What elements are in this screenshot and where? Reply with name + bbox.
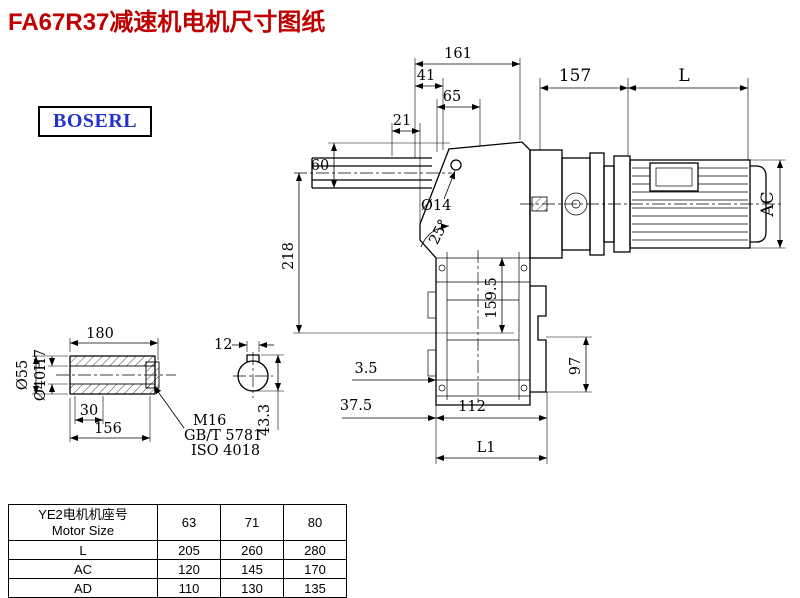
dim-37-5-label: 37.5 <box>340 398 372 414</box>
terminal-box <box>649 162 699 192</box>
page-title: FA67R37减速机电机尺寸图纸 <box>8 9 326 36</box>
table-header-motor-size: YE2电机机座号 Motor Size <box>8 503 158 542</box>
shaft-dimension-labels: 180 Ø55 Ø40H7 30 156 12 M16 GB/T 5781 IS… <box>15 326 273 459</box>
dim-180-label: 180 <box>86 326 114 342</box>
dim-3-5-label: 3.5 <box>354 361 377 377</box>
table-row: AD 110 130 135 <box>8 578 347 598</box>
row-label-L: L <box>8 540 158 561</box>
brand-logo: BOSERL <box>38 106 153 137</box>
table-header-cn: YE2电机机座号 <box>38 507 128 522</box>
table-cell: 135 <box>283 578 347 598</box>
dim-30-label: 30 <box>80 403 98 419</box>
dim-159-5-label: 159.5 <box>484 277 500 319</box>
dim-L-label: L <box>678 66 689 86</box>
dim-21-label: 21 <box>393 113 411 129</box>
dim-112-label: 112 <box>458 399 486 415</box>
dim-AC-label: AC <box>758 191 778 217</box>
table-cell: 205 <box>157 540 221 561</box>
thread-label: M16 <box>193 413 226 429</box>
dim-65-label: 65 <box>443 89 461 105</box>
extension-lines <box>293 58 786 464</box>
row-label-AC: AC <box>8 559 158 580</box>
dim-hole-label: Ø14 <box>421 198 451 214</box>
gearbox-housing <box>419 141 547 406</box>
table-size-63: 63 <box>157 503 221 542</box>
std-gb-label: GB/T 5781 <box>184 428 262 444</box>
table-cell: 120 <box>157 559 221 580</box>
table-header-en: Motor Size <box>51 522 115 538</box>
dim-60-label: 60 <box>311 158 329 174</box>
dim-41-label: 41 <box>417 68 435 84</box>
table-size-80: 80 <box>283 503 347 542</box>
std-iso-label: ISO 4018 <box>191 443 260 459</box>
dim-d55-label: Ø55 <box>15 360 31 390</box>
table-cell: 110 <box>157 578 221 598</box>
table-cell: 280 <box>283 540 347 561</box>
dim-161-label: 161 <box>444 46 472 62</box>
dim-156-label: 156 <box>94 421 122 437</box>
hollow-shaft-detail <box>56 352 273 398</box>
dim-L1-label: L1 <box>477 440 496 456</box>
dim-97-label: 97 <box>568 357 584 375</box>
table-cell: 260 <box>220 540 284 561</box>
table-size-71: 71 <box>220 503 284 542</box>
motor-size-table: YE2电机机座号 Motor Size 63 71 80 L 205 260 2… <box>8 503 347 598</box>
dim-43-3-label: 43.3 <box>257 404 273 436</box>
dim-218-label: 218 <box>281 242 297 270</box>
table-header-row: YE2电机机座号 Motor Size 63 71 80 <box>8 503 347 542</box>
motor <box>520 149 782 259</box>
table-cell: 145 <box>220 559 284 580</box>
dimension-lines <box>295 60 784 462</box>
dim-d40h7-label: Ø40H7 <box>33 349 49 401</box>
table-cell: 170 <box>283 559 347 580</box>
table-cell: 130 <box>220 578 284 598</box>
dim-angle-label: 25° <box>426 217 452 247</box>
table-row: L 205 260 280 <box>8 540 347 561</box>
table-row: AC 120 145 170 <box>8 559 347 580</box>
dim-12-label: 12 <box>214 337 232 353</box>
shaft-dimension-lines <box>32 339 282 442</box>
dim-157-label: 157 <box>559 66 591 86</box>
row-label-AD: AD <box>8 578 158 598</box>
